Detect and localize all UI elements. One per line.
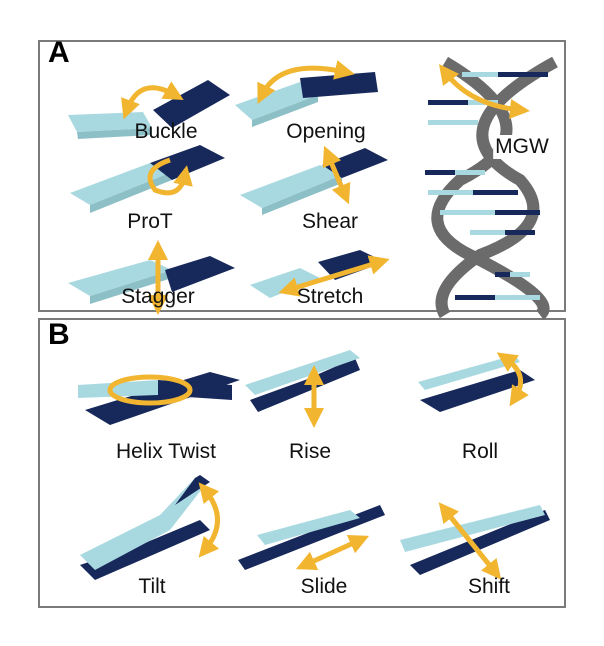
label-shear: Shear	[301, 210, 359, 233]
stretch-figure	[250, 250, 390, 298]
rise-figure	[245, 350, 360, 428]
label-prot: ProT	[127, 210, 173, 233]
roll-figure	[418, 352, 535, 412]
slide-figure	[238, 505, 385, 570]
label-rise: Rise	[288, 440, 332, 463]
tilt-figure	[80, 475, 220, 580]
panel-b-label: B	[48, 318, 70, 351]
helix-twist-figure	[78, 372, 240, 425]
label-stretch: Stretch	[296, 285, 364, 308]
label-opening: Opening	[286, 120, 366, 143]
label-tilt: Tilt	[138, 575, 166, 598]
buckle-figure	[68, 80, 230, 139]
label-mgw: MGW	[493, 135, 551, 159]
label-roll: Roll	[461, 440, 499, 463]
label-slide: Slide	[300, 575, 348, 598]
shear-figure	[240, 145, 388, 215]
label-buckle: Buckle	[134, 120, 198, 143]
opening-figure	[235, 60, 378, 127]
stagger-figure	[68, 240, 235, 315]
shift-figure	[400, 502, 550, 580]
prot-figure	[70, 145, 225, 213]
label-shift: Shift	[467, 575, 511, 598]
panel-a-label: A	[48, 36, 70, 69]
dna-helix-figure	[425, 56, 558, 320]
label-helix-twist: Helix Twist	[116, 440, 216, 463]
label-stagger: Stagger	[121, 285, 195, 308]
